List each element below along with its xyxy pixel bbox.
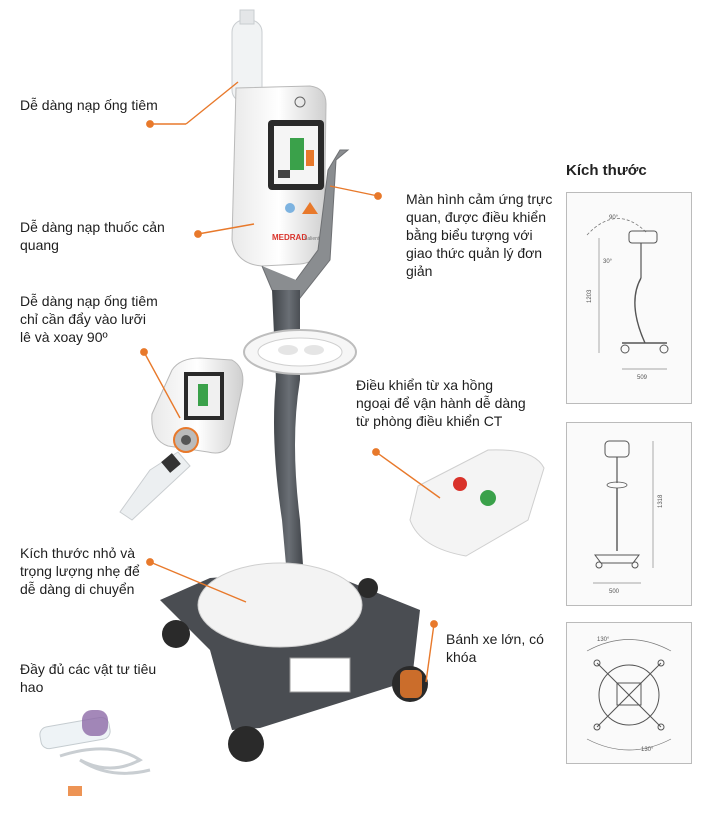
dimension-drawing-side: 90° 30° 1203 509 — [586, 215, 669, 381]
label-wheels: Bánh xe lớn, có khóa — [446, 631, 544, 665]
remote-green-button — [480, 490, 496, 506]
warning-icon — [302, 202, 318, 214]
dimension-panel-side: 90° 30° 1203 509 — [566, 192, 692, 404]
wheel-lock — [400, 670, 422, 698]
label-compact: Kích thước nhỏ và trọng lượng nhẹ để dễ … — [20, 545, 140, 597]
label-touchscreen: Màn hình cảm ứng trực quan, được điều kh… — [406, 191, 553, 279]
dimension-panel-front: 1318 500 — [566, 422, 692, 606]
wheeled-base — [160, 562, 428, 762]
width-label: 509 — [637, 375, 648, 381]
label-contrast-load: Dễ dàng nạp thuốc cản quang — [20, 219, 165, 253]
detached-head — [119, 357, 244, 521]
width-label-2: 500 — [609, 589, 620, 595]
consumables-kit — [39, 710, 151, 796]
label-syringe-load: Dễ dàng nạp ống tiêm — [20, 97, 158, 113]
injector-head: MEDRAD Salient — [231, 85, 327, 267]
dimension-drawing-front: 1318 500 — [593, 440, 664, 595]
angle-bottom-label: 130° — [641, 747, 654, 753]
height-label-2: 1318 — [658, 494, 664, 508]
ir-remote — [409, 449, 545, 557]
model-label: Salient — [304, 236, 320, 242]
label-remote: Điều khiển từ xa hồng ngoại để vận hành … — [356, 377, 526, 429]
height-label: 1203 — [587, 289, 593, 303]
label-consumables: Đầy đủ các vật tư tiêu hao — [20, 661, 157, 695]
remote-red-button — [453, 477, 467, 491]
angle-label: 90° — [609, 215, 619, 221]
top-syringe — [231, 9, 263, 103]
dimensions-title: Kích thước — [566, 162, 647, 179]
tray-ring — [243, 329, 357, 375]
brand-label: MEDRAD — [272, 233, 307, 242]
dimension-drawing-top: 130° 130° — [586, 637, 672, 753]
angle-top-label: 130° — [597, 637, 610, 643]
angle-label-2: 30° — [603, 259, 613, 265]
label-syringe-push: Dễ dàng nạp ống tiêm chỉ cần đẩy vào lưỡ… — [20, 293, 158, 345]
screen-green-bar — [290, 138, 304, 170]
dimension-panel-top: 130° 130° — [566, 622, 692, 764]
